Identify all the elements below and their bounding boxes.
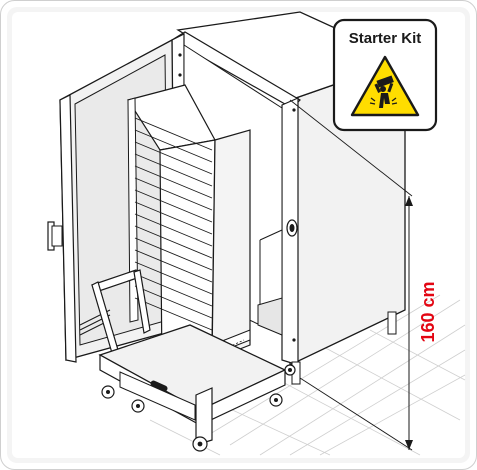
starter-kit-callout: Starter Kit (332, 18, 438, 132)
trolley-rack (127, 84, 251, 371)
height-dimension-label: 160 cm (418, 281, 438, 342)
floor-grid (149, 294, 466, 456)
arrow-down-icon (405, 440, 413, 450)
warning-heavy-lift-icon (350, 55, 420, 117)
height-dimension: 160 cm (289, 99, 438, 451)
callout-title: Starter Kit (349, 30, 422, 47)
transport-cart (91, 269, 296, 452)
arrow-up-icon (405, 196, 413, 206)
